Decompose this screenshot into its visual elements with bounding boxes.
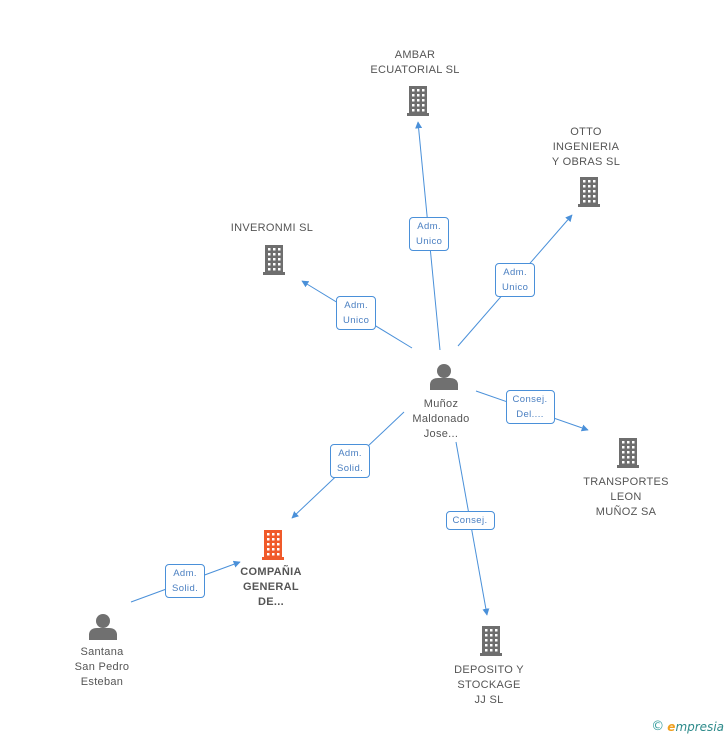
person-icon[interactable] bbox=[89, 614, 117, 640]
building-icon[interactable] bbox=[263, 245, 285, 275]
building-icon[interactable] bbox=[407, 86, 429, 116]
edge-label-line: Del.... bbox=[516, 409, 544, 420]
node-label-line: GENERAL bbox=[243, 581, 299, 593]
edge-label-line: Adm. bbox=[417, 221, 442, 232]
edge-label-munoz-otto[interactable]: Adm. Unico bbox=[495, 263, 536, 297]
node-label-line: Esteban bbox=[80, 676, 124, 688]
node-label-otto[interactable]: OTTO INGENIERIA Y OBRAS SL bbox=[531, 125, 641, 170]
edge-label-line: Adm. bbox=[338, 448, 362, 459]
node-label-line: DEPOSITO Y bbox=[454, 664, 524, 676]
edge-label-line: Solid. bbox=[172, 583, 199, 594]
edge-label-munoz-inveronmi[interactable]: Adm. Unico bbox=[336, 296, 377, 330]
edge-label-line: Adm. bbox=[503, 267, 528, 278]
edge-label-line: Solid. bbox=[337, 463, 364, 474]
edge-label-line: Unico bbox=[502, 282, 529, 293]
node-label-line: MUÑOZ SA bbox=[595, 506, 657, 518]
node-label-inveronmi[interactable]: INVERONMI SL bbox=[217, 221, 327, 236]
node-label-compania[interactable]: COMPAÑIA GENERAL DE... bbox=[221, 565, 321, 610]
edge-label-line: Adm. bbox=[344, 300, 369, 311]
building-icon[interactable] bbox=[617, 438, 639, 468]
node-label-line: Jose... bbox=[423, 428, 459, 440]
node-label-transportes[interactable]: TRANSPORTES LEON MUÑOZ SA bbox=[571, 475, 681, 520]
icons-layer bbox=[89, 86, 639, 656]
node-label-line: DE... bbox=[258, 596, 284, 608]
building-icon[interactable] bbox=[578, 177, 600, 207]
node-label-line: Maldonado bbox=[412, 413, 470, 425]
node-label-deposito[interactable]: DEPOSITO Y STOCKAGE JJ SL bbox=[434, 663, 544, 708]
edge-label-munoz-transportes[interactable]: Consej. Del.... bbox=[505, 390, 555, 424]
building-icon[interactable] bbox=[480, 626, 502, 656]
edge-label-munoz-ambar[interactable]: Adm. Unico bbox=[409, 217, 450, 251]
edges-layer bbox=[130, 121, 589, 616]
brand-logo: empresia bbox=[667, 719, 724, 734]
edge-label-line: Adm. bbox=[173, 568, 197, 579]
node-label-line: COMPAÑIA bbox=[240, 566, 302, 578]
edge-label-munoz-deposito[interactable]: Consej. bbox=[445, 510, 495, 530]
node-label-line: OTTO bbox=[570, 126, 602, 138]
node-label-line: TRANSPORTES bbox=[583, 476, 669, 488]
edge-label-santana-compania[interactable]: Adm. Solid. bbox=[165, 564, 206, 598]
node-label-line: STOCKAGE bbox=[457, 679, 521, 691]
copyright-symbol: © bbox=[651, 719, 665, 734]
edge-label-line: Consej. bbox=[452, 514, 488, 526]
node-label-line: San Pedro bbox=[74, 661, 130, 673]
watermark: © empresia bbox=[651, 719, 724, 734]
node-label-line: Muñoz bbox=[423, 398, 459, 410]
edge-label-line: Unico bbox=[416, 236, 443, 247]
person-icon[interactable] bbox=[430, 364, 458, 390]
node-label-line: LEON bbox=[610, 491, 642, 503]
node-label-line: Santana bbox=[80, 646, 124, 658]
node-label-line: INVERONMI SL bbox=[230, 222, 314, 234]
node-label-line: Y OBRAS SL bbox=[551, 156, 621, 168]
edge-label-line: Consej. bbox=[512, 394, 548, 405]
node-label-line: JJ SL bbox=[474, 694, 504, 706]
edge-label-munoz-compania[interactable]: Adm. Solid. bbox=[330, 444, 371, 478]
node-label-line: INGENIERIA bbox=[552, 141, 620, 153]
building-icon[interactable] bbox=[262, 530, 284, 560]
edge-label-line: Unico bbox=[343, 315, 370, 326]
node-label-line: AMBAR bbox=[394, 49, 436, 61]
node-label-line: ECUATORIAL SL bbox=[370, 64, 460, 76]
node-label-ambar[interactable]: AMBAR ECUATORIAL SL bbox=[355, 48, 475, 78]
